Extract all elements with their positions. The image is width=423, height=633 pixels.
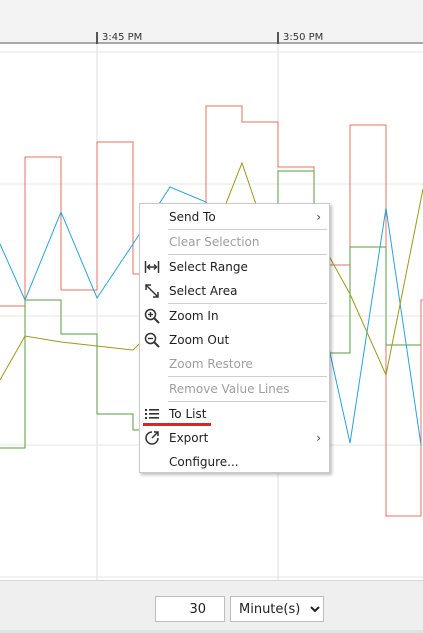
menu-item-label: Send To: [169, 210, 216, 224]
period-unit-select[interactable]: Minute(s): [230, 596, 324, 622]
menu-item-to-list[interactable]: To List: [140, 402, 329, 426]
menu-item-label: Export: [169, 431, 209, 445]
menu-item-zoom-restore: Zoom Restore: [140, 352, 329, 376]
menu-separator: [168, 303, 327, 304]
time-tick: [96, 32, 98, 44]
menu-item-zoom-out[interactable]: Zoom Out: [140, 328, 329, 352]
menu-item-label: Zoom In: [169, 309, 219, 323]
menu-item-select-area[interactable]: Select Area: [140, 279, 329, 303]
menu-item-zoom-in[interactable]: Zoom In: [140, 304, 329, 328]
menu-item-label: Zoom Restore: [169, 357, 253, 371]
active-item-underline: [143, 423, 211, 426]
chart-context-menu[interactable]: Send To › Clear Selection Select Range S…: [139, 203, 330, 473]
menu-item-export[interactable]: Export ›: [140, 426, 329, 450]
time-label-2: 3:50 PM: [283, 32, 324, 43]
submenu-arrow-icon: ›: [316, 210, 321, 224]
series-blue-line[interactable]: [0, 186, 422, 446]
menu-item-label: Zoom Out: [169, 333, 230, 347]
toolbar-bottom-border: [0, 630, 423, 633]
submenu-arrow-icon: ›: [316, 431, 321, 445]
select-range-icon: [144, 261, 160, 273]
menu-separator: [168, 401, 327, 402]
time-tick: [277, 32, 279, 44]
zoom-out-icon: [144, 332, 160, 348]
period-value-input[interactable]: [155, 596, 225, 622]
menu-item-label: Select Range: [169, 260, 248, 274]
list-icon: [145, 409, 159, 419]
export-icon: [145, 431, 159, 445]
menu-item-label: Clear Selection: [169, 235, 260, 249]
time-axis-header: 3:45 PM 3:50 PM: [0, 0, 423, 44]
menu-item-clear-selection: Clear Selection: [140, 230, 329, 254]
select-area-icon: [145, 284, 159, 298]
menu-item-label: Configure...: [169, 455, 239, 469]
menu-item-select-range[interactable]: Select Range: [140, 255, 329, 279]
menu-item-configure[interactable]: Configure...: [140, 450, 329, 474]
menu-separator: [168, 229, 327, 230]
menu-item-label: Remove Value Lines: [169, 382, 290, 396]
menu-item-label: Select Area: [169, 284, 238, 298]
series-red-line[interactable]: [0, 105, 423, 517]
menu-item-label: To List: [169, 407, 207, 421]
time-label-1: 3:45 PM: [102, 32, 143, 43]
zoom-in-icon: [144, 308, 160, 324]
menu-separator: [168, 254, 327, 255]
menu-separator: [168, 376, 327, 377]
period-toolbar: Minute(s): [0, 580, 423, 633]
menu-item-send-to[interactable]: Send To ›: [140, 205, 329, 229]
menu-item-remove-value-lines: Remove Value Lines: [140, 377, 329, 401]
